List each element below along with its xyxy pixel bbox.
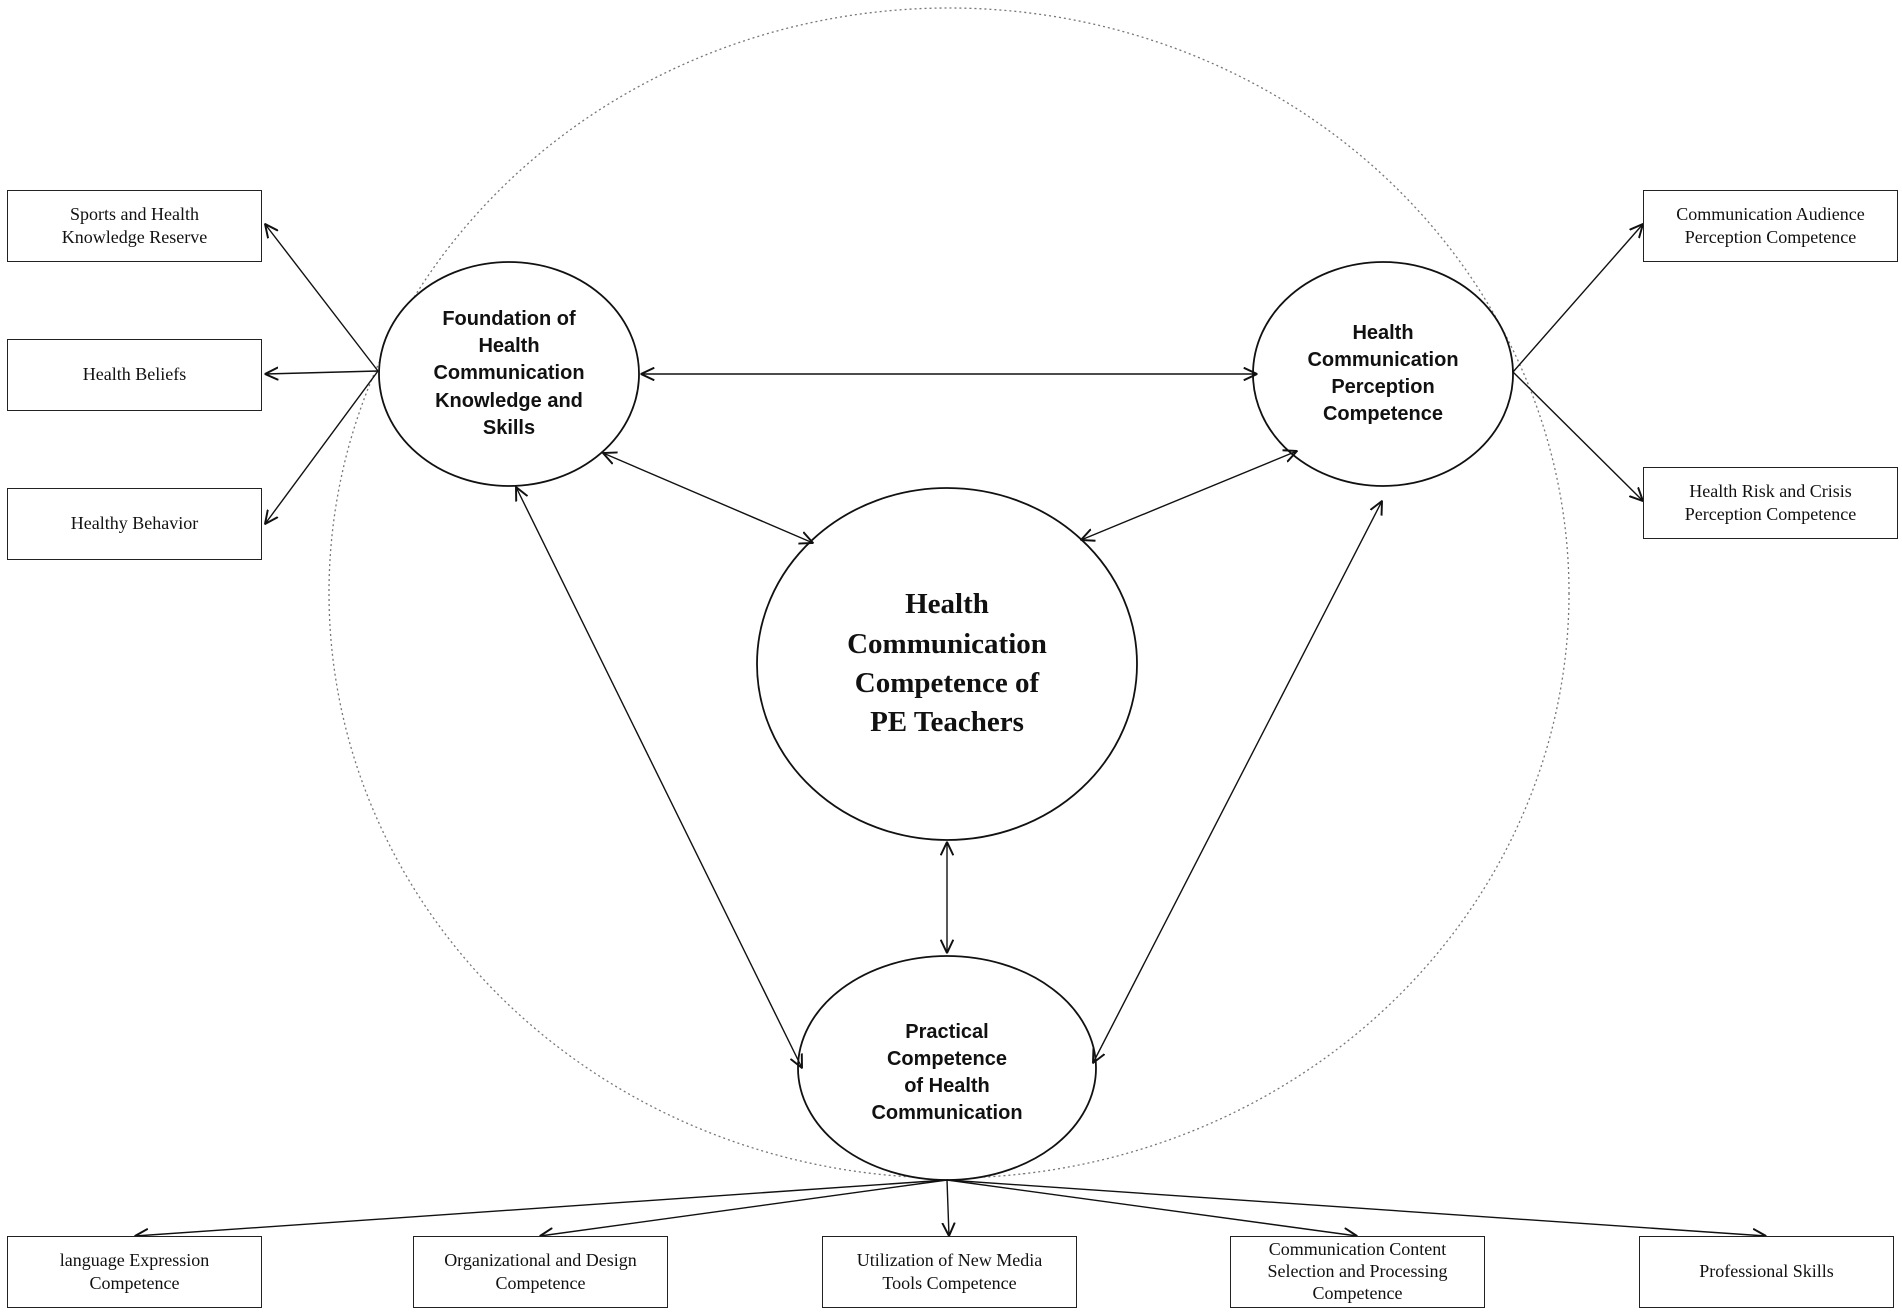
health-beliefs-box: Health Beliefs <box>7 339 262 411</box>
arrow-to-audience-perception <box>1512 224 1643 373</box>
new-media-tools-box: Utilization of New Media Tools Competenc… <box>822 1236 1077 1308</box>
new-media-tools-line-1: Utilization of New Media <box>856 1249 1043 1270</box>
new-media-tools-line-2: Tools Competence <box>882 1273 1017 1293</box>
center-node-label: Health Communication Competence of PE Te… <box>787 574 1107 754</box>
foundation-line-4: Knowledge and <box>435 389 583 412</box>
arrow-perception-practical <box>1093 501 1382 1063</box>
foundation-line-1: Foundation of <box>442 308 576 331</box>
organizational-design-box: Organizational and Design Competence <box>413 1236 668 1308</box>
risk-perception-line-1: Health Risk and Crisis <box>1689 480 1852 501</box>
arrow-to-health-beliefs <box>265 371 379 374</box>
perception-line-3: Perception <box>1331 376 1435 398</box>
language-expression-box: language Expression Competence <box>7 1236 262 1308</box>
content-selection-box: Communication Content Selection and Proc… <box>1230 1236 1485 1308</box>
sports-knowledge-line-1: Sports and Health <box>70 203 199 224</box>
sports-knowledge-box: Sports and Health Knowledge Reserve <box>7 190 262 262</box>
practical-line-3: of Health <box>904 1075 990 1097</box>
arrow-foundation-practical <box>516 487 802 1068</box>
content-selection-line-3: Competence <box>1312 1282 1403 1303</box>
practical-node-label: Practical Competence of Health Communica… <box>817 1008 1077 1138</box>
arrow-perception-center <box>1081 451 1297 540</box>
audience-perception-line-1: Communication Audience <box>1676 203 1865 224</box>
language-expression-line-1: language Expression <box>59 1249 210 1270</box>
arrow-to-professional-skills <box>946 1179 1766 1236</box>
center-line-1: Health <box>905 588 989 621</box>
arrow-to-organizational-design <box>540 1179 948 1236</box>
arrow-to-language-expression <box>135 1179 948 1236</box>
arrow-to-healthy-behavior <box>265 370 379 524</box>
center-line-3: Competence of <box>854 667 1040 699</box>
foundation-node-label: Foundation of Health Communication Knowl… <box>389 304 629 444</box>
foundation-line-3: Communication <box>433 362 585 385</box>
arrow-foundation-center <box>603 453 813 543</box>
sports-knowledge-line-2: Knowledge Reserve <box>61 227 208 247</box>
audience-perception-line-2: Perception Competence <box>1684 227 1857 247</box>
arrow-to-sports-knowledge <box>265 224 379 372</box>
risk-perception-line-2: Perception Competence <box>1684 504 1857 524</box>
healthy-behavior-line-1: Healthy Behavior <box>70 513 199 534</box>
perception-line-4: Competence <box>1322 403 1444 426</box>
audience-perception-box: Communication Audience Perception Compet… <box>1643 190 1898 262</box>
foundation-line-5: Skills <box>482 416 536 439</box>
content-selection-line-1: Communication Content <box>1268 1239 1447 1260</box>
arrow-to-content-selection <box>946 1179 1357 1236</box>
arrow-to-new-media-tools <box>947 1179 949 1236</box>
health-beliefs-line-1: Health Beliefs <box>82 364 187 385</box>
center-line-4: PE Teachers <box>870 706 1024 739</box>
center-line-2: Communication <box>847 627 1047 660</box>
foundation-node-circle <box>378 261 640 487</box>
perception-line-2: Communication <box>1307 348 1459 371</box>
healthy-behavior-box: Healthy Behavior <box>7 488 262 560</box>
language-expression-line-2: Competence <box>89 1273 180 1293</box>
practical-line-4: Communication <box>871 1102 1023 1125</box>
practical-line-1: Practical <box>905 1020 989 1043</box>
organizational-design-line-2: Competence <box>495 1273 586 1293</box>
perception-line-1: Health <box>1352 321 1414 344</box>
organizational-design-line-1: Organizational and Design <box>444 1249 637 1270</box>
perception-node-label: Health Communication Perception Competen… <box>1263 304 1503 444</box>
foundation-line-2: Health <box>478 335 540 358</box>
risk-perception-box: Health Risk and Crisis Perception Compet… <box>1643 467 1898 539</box>
content-selection-line-2: Selection and Processing <box>1267 1261 1448 1282</box>
arrow-to-risk-perception <box>1512 371 1643 501</box>
professional-skills-line-1: Professional Skills <box>1699 1261 1834 1282</box>
practical-line-2: Competence <box>886 1047 1008 1070</box>
professional-skills-box: Professional Skills <box>1639 1236 1894 1308</box>
